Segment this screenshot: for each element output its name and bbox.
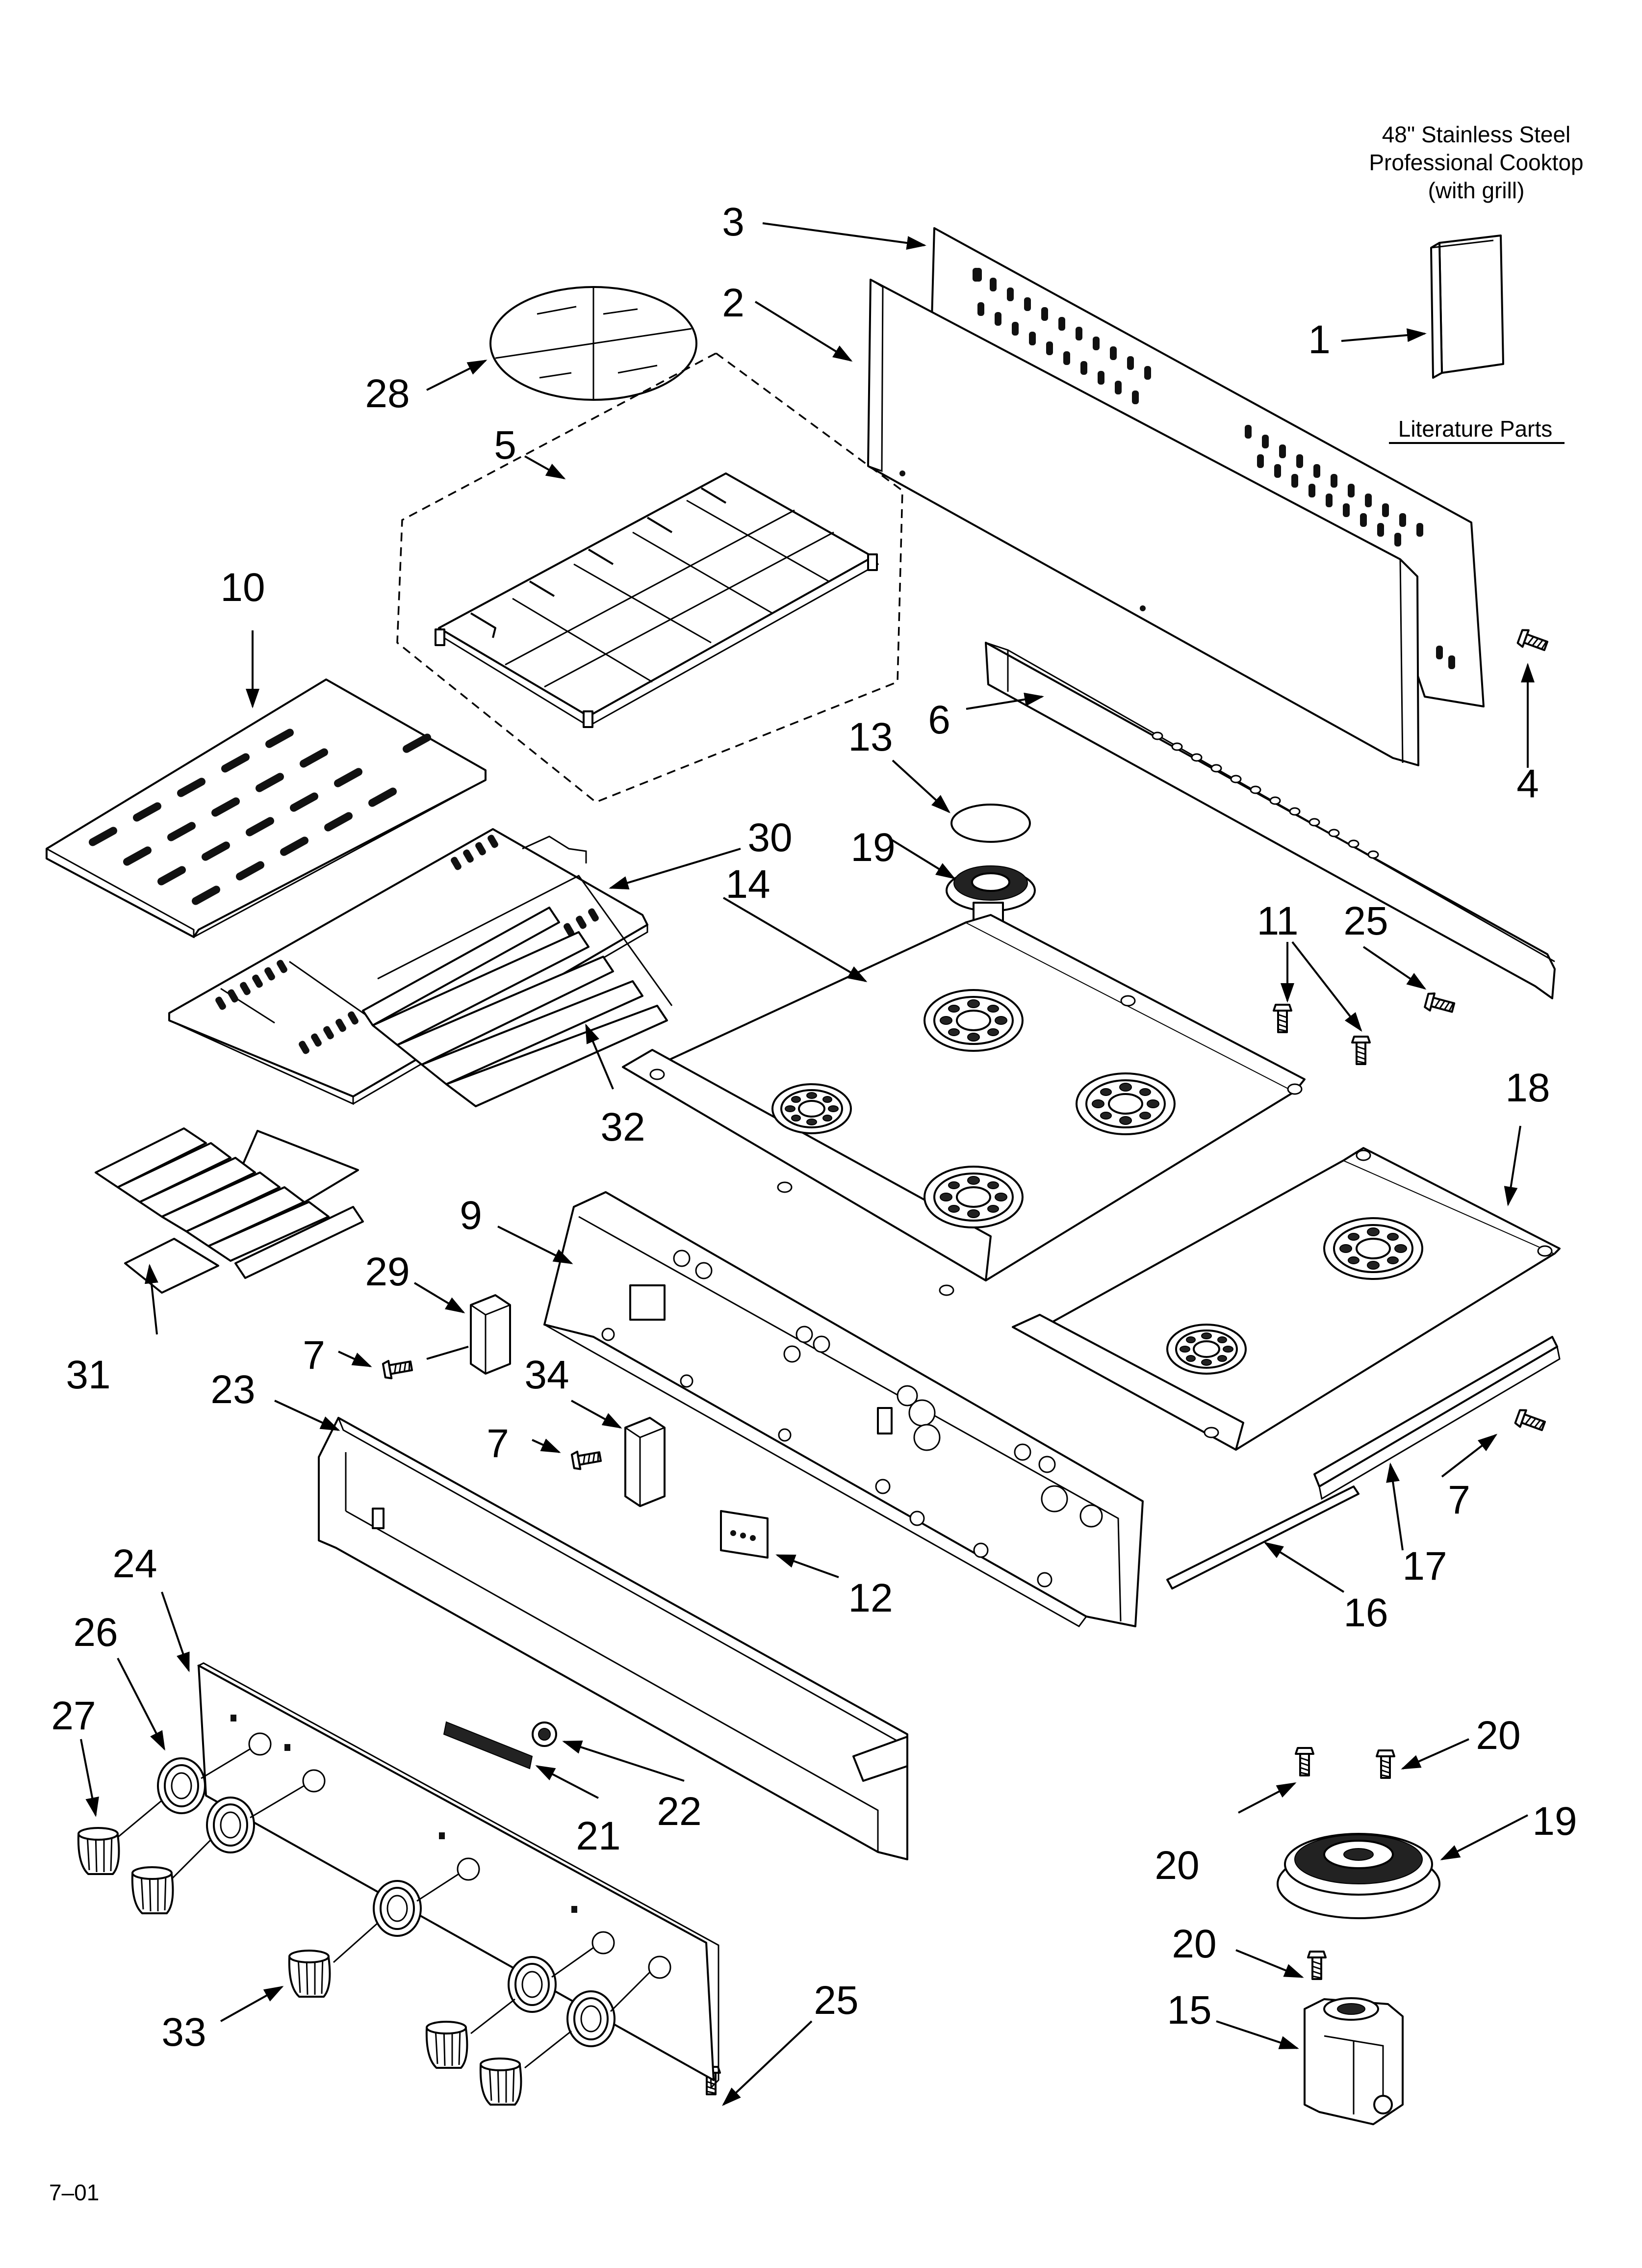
screw-11b-icon bbox=[1351, 1036, 1371, 1065]
part-19-burner-lower bbox=[1277, 1833, 1440, 1919]
title-line-1: 48" Stainless Steel bbox=[1382, 122, 1571, 147]
bezel-icon bbox=[508, 1956, 557, 2013]
screw-20a-icon bbox=[1295, 1747, 1314, 1776]
callout-2: 2 bbox=[722, 281, 744, 325]
callout-5: 5 bbox=[494, 423, 516, 468]
part-19-burner-upper bbox=[946, 865, 1036, 923]
callout-33: 33 bbox=[161, 2010, 206, 2055]
screw-11a-icon bbox=[1273, 1004, 1292, 1033]
part-backguard bbox=[867, 268, 1419, 766]
callout-7-a: 7 bbox=[303, 1333, 325, 1378]
callout-12: 12 bbox=[848, 1576, 893, 1620]
callout-1: 1 bbox=[1308, 317, 1331, 362]
callout-19-a: 19 bbox=[850, 825, 895, 870]
callout-30: 30 bbox=[747, 815, 792, 860]
part-15-valve bbox=[1304, 1997, 1404, 2125]
part-22-indicator bbox=[532, 1721, 557, 1747]
part-16-rail bbox=[1166, 1486, 1360, 1590]
part-29-module bbox=[470, 1294, 511, 1375]
callout-7-c: 7 bbox=[1448, 1478, 1470, 1522]
screw-20b-icon bbox=[1376, 1749, 1395, 1779]
callout-3: 3 bbox=[722, 200, 744, 244]
screw-7a-icon bbox=[382, 1356, 414, 1381]
callout-28: 28 bbox=[365, 371, 410, 416]
callout-25-b: 25 bbox=[814, 1978, 858, 2023]
callout-15: 15 bbox=[1167, 1988, 1211, 2033]
part-6-rail bbox=[985, 642, 1556, 999]
part-12-plate bbox=[720, 1510, 769, 1559]
callout-34: 34 bbox=[524, 1353, 569, 1397]
part-13-burner-cap bbox=[950, 804, 1031, 843]
callout-6: 6 bbox=[928, 698, 950, 742]
callout-29: 29 bbox=[365, 1250, 410, 1294]
knob-icon bbox=[131, 1866, 174, 1914]
part-31-radiants bbox=[95, 1127, 364, 1294]
part-28-disc bbox=[489, 286, 697, 401]
callout-21: 21 bbox=[576, 1814, 620, 1858]
callout-20-c: 20 bbox=[1172, 1922, 1216, 1966]
screw-20c-icon bbox=[1307, 1951, 1327, 1980]
callout-31: 31 bbox=[66, 1353, 110, 1397]
part-10-grill-grate bbox=[46, 678, 487, 938]
part-23-control-panel bbox=[318, 1417, 908, 1860]
title-line-2: Professional Cooktop bbox=[1369, 150, 1583, 175]
part-18-burner-box-right bbox=[1012, 1147, 1561, 1451]
leader-lines bbox=[80, 222, 1535, 2106]
callout-labels: 1 2 3 4 5 6 7 7 7 9 10 11 12 13 14 15 16… bbox=[51, 200, 1577, 2055]
part-32-radiants bbox=[362, 875, 673, 1107]
callout-20-b: 20 bbox=[1155, 1843, 1199, 1888]
bezel-icon bbox=[373, 1880, 422, 1937]
callout-16: 16 bbox=[1343, 1590, 1388, 1635]
part-17-rail bbox=[1313, 1336, 1561, 1500]
callout-25-a: 25 bbox=[1343, 899, 1388, 943]
callout-13: 13 bbox=[848, 715, 893, 759]
knob-leaders bbox=[117, 1799, 572, 2069]
bezel-icon bbox=[566, 1990, 616, 2047]
callout-14: 14 bbox=[725, 862, 770, 907]
callout-26: 26 bbox=[73, 1610, 118, 1655]
title-line-3: (with grill) bbox=[1428, 178, 1525, 203]
part-21-badge bbox=[443, 1721, 533, 1770]
bezel-26-icon bbox=[157, 1757, 206, 1814]
screw-25a-icon bbox=[1423, 991, 1457, 1017]
part-5-grate bbox=[396, 352, 903, 804]
callout-10: 10 bbox=[220, 565, 265, 610]
bezel-leaders bbox=[201, 1748, 651, 2012]
callout-24: 24 bbox=[112, 1541, 157, 1586]
screw-7c-icon bbox=[1514, 1407, 1548, 1435]
callout-4: 4 bbox=[1516, 761, 1539, 806]
callout-7-b: 7 bbox=[487, 1421, 509, 1466]
part-9-manifold-panel bbox=[543, 1191, 1144, 1627]
callout-20-a: 20 bbox=[1476, 1713, 1520, 1758]
callout-17: 17 bbox=[1402, 1544, 1447, 1589]
bezel-icon bbox=[206, 1797, 255, 1853]
footer-date-code: 7–01 bbox=[49, 2180, 99, 2205]
callout-22: 22 bbox=[657, 1789, 701, 1834]
screw-4-icon bbox=[1516, 627, 1550, 655]
literature-parts-label: Literature Parts bbox=[1398, 416, 1552, 442]
part-literature-booklet bbox=[1430, 235, 1504, 379]
callout-11: 11 bbox=[1257, 899, 1298, 943]
callout-32: 32 bbox=[600, 1105, 645, 1149]
knob-33-icon bbox=[288, 1950, 331, 1998]
knob-27-icon bbox=[77, 1827, 120, 1875]
callout-19-b: 19 bbox=[1532, 1799, 1577, 1844]
part-34-module bbox=[624, 1417, 666, 1507]
knob-icon bbox=[479, 2058, 522, 2106]
callout-27: 27 bbox=[51, 1694, 96, 1738]
part-14-burner-box bbox=[622, 914, 1306, 1296]
callout-23: 23 bbox=[210, 1367, 255, 1412]
callout-9: 9 bbox=[460, 1193, 482, 1238]
diagram-title: 48" Stainless Steel Professional Cooktop… bbox=[1369, 122, 1583, 203]
knob-icon bbox=[425, 2021, 468, 2069]
part-24-faceplate bbox=[197, 1662, 719, 2089]
screw-7b-icon bbox=[570, 1447, 603, 1471]
callout-18: 18 bbox=[1505, 1066, 1550, 1110]
